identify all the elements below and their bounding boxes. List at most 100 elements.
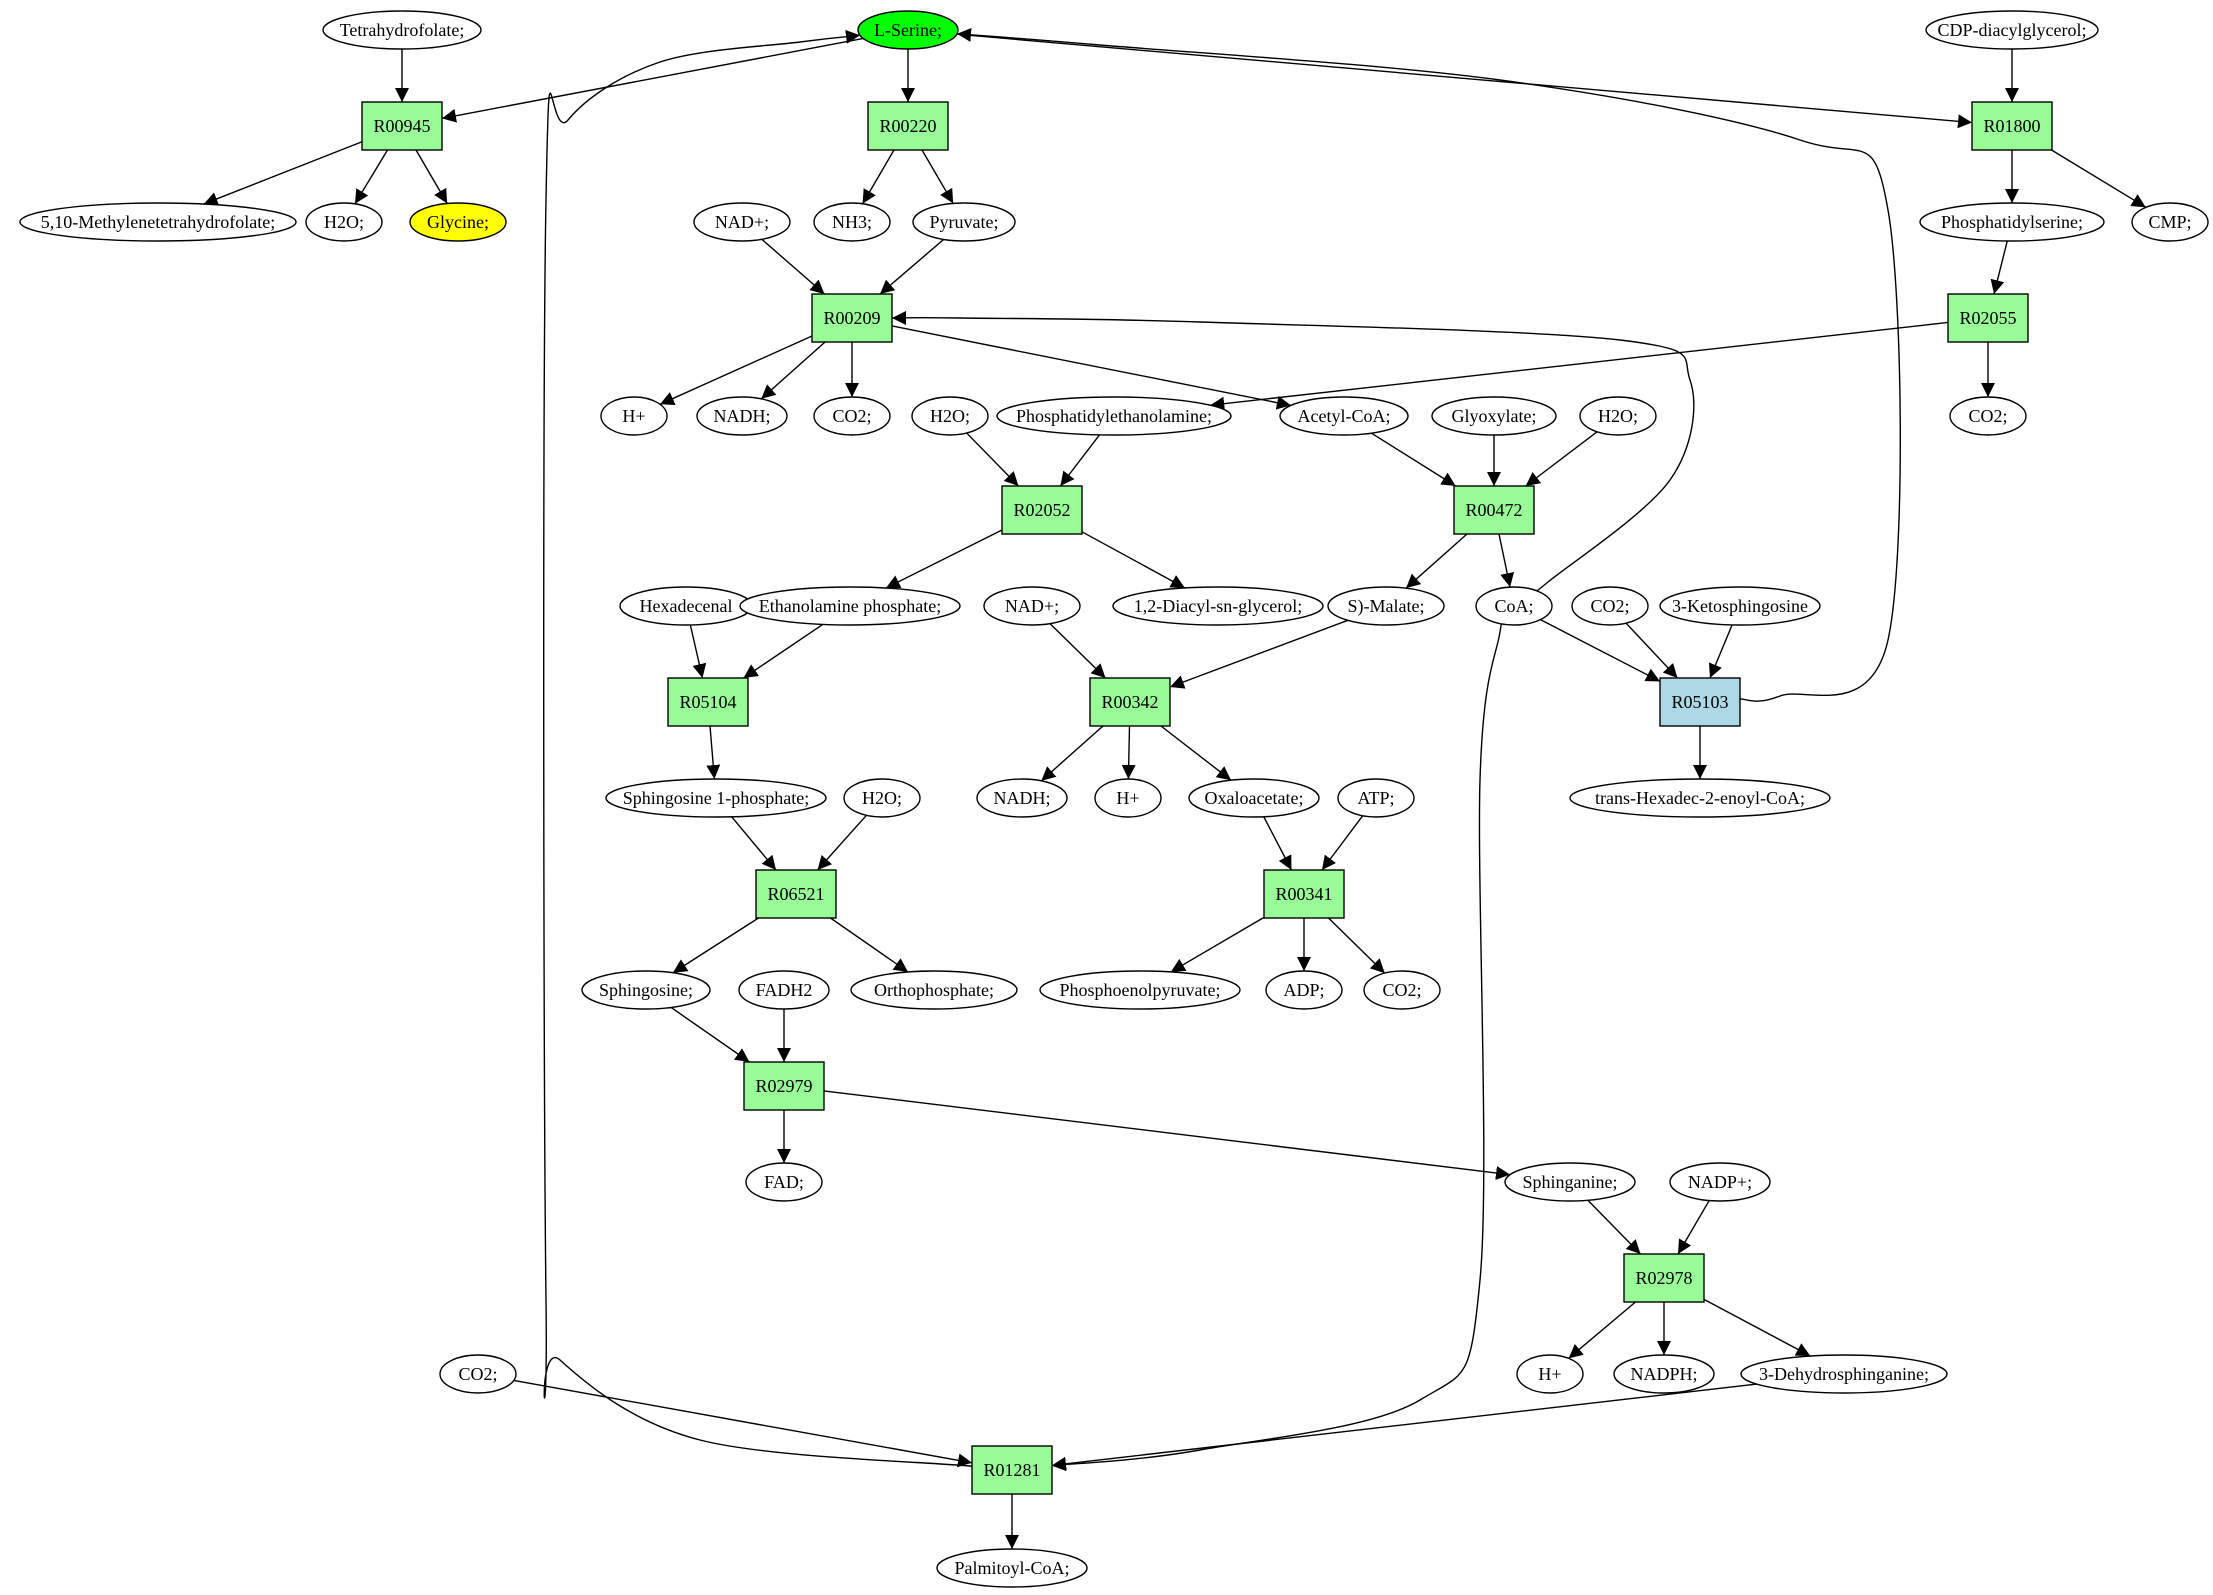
compound-node-tetrahydrofolate[interactable]: Tetrahydrofolate;: [322, 10, 482, 50]
node-layer: L-Serine; Tetrahydrofolate; CDP-diacylglyc…: [19, 10, 2209, 1588]
compound-node-h2o-c[interactable]: H2O;: [1579, 396, 1657, 436]
node-label: H2O;: [930, 406, 970, 426]
edge-r00472-to-coa: [1498, 533, 1515, 588]
compound-node-transhexadecenoylcoa[interactable]: trans-Hexadec-2-enoyl-CoA;: [1569, 778, 1831, 818]
node-label: trans-Hexadec-2-enoyl-CoA;: [1595, 788, 1805, 808]
compound-node-coa[interactable]: CoA;: [1475, 586, 1553, 626]
compound-node-atp[interactable]: ATP;: [1337, 778, 1415, 818]
compound-node-co2-e[interactable]: CO2;: [439, 1354, 517, 1394]
compound-node-palmitoylcoa[interactable]: Palmitoyl-CoA;: [936, 1548, 1088, 1588]
reaction-node-r00341[interactable]: R00341: [1263, 869, 1345, 919]
reaction-box: [1263, 869, 1345, 919]
compound-node-adp[interactable]: ADP;: [1265, 970, 1343, 1010]
compound-node-co2-d[interactable]: CO2;: [1363, 970, 1441, 1010]
compound-node-fadh2[interactable]: FADH2: [738, 970, 830, 1010]
reaction-node-r05104[interactable]: R05104: [667, 677, 749, 727]
compound-node-hplus-b[interactable]: H+: [1094, 778, 1162, 818]
reaction-node-r02978[interactable]: R02978: [1623, 1253, 1705, 1303]
edge-nadplus_a-to-r00209: [761, 238, 825, 295]
compound-node-hplus-c[interactable]: H+: [1516, 1354, 1584, 1394]
compound-node-oxaloacetate[interactable]: Oxaloacetate;: [1188, 778, 1320, 818]
compound-ellipse: [1579, 396, 1657, 436]
node-label: R01281: [983, 1460, 1040, 1480]
compound-node-sphingosine1p[interactable]: Sphingosine 1-phosphate;: [605, 778, 827, 818]
reaction-node-r02052[interactable]: R02052: [1001, 485, 1083, 535]
reaction-node-r00945[interactable]: R00945: [361, 101, 443, 151]
node-label: H2O;: [1598, 406, 1638, 426]
compound-node-nadplus-a[interactable]: NAD+;: [693, 202, 791, 242]
compound-node-glyoxylate[interactable]: Glyoxylate;: [1431, 396, 1557, 436]
compound-ellipse: [322, 10, 482, 50]
compound-node-h2o-b[interactable]: H2O;: [911, 396, 989, 436]
compound-node-methylenetetrahydrofolate[interactable]: 5,10-Methylenetetrahydrofolate;: [19, 202, 297, 242]
compound-node-co2-c[interactable]: CO2;: [1571, 586, 1649, 626]
edge-r02055-to-phosphatidylethanolamine: [1210, 321, 1949, 411]
compound-node-dehydrosphinganine[interactable]: 3-Dehydrosphinganine;: [1740, 1354, 1948, 1394]
compound-node-ketosphingosine[interactable]: 3-Ketosphingosine: [1659, 586, 1821, 626]
compound-node-acetylcoa[interactable]: Acetyl-CoA;: [1279, 396, 1409, 436]
compound-node-cmp[interactable]: CMP;: [2131, 202, 2209, 242]
node-label: R02978: [1635, 1268, 1692, 1288]
edge-r00945-to-h2o_a: [354, 149, 389, 205]
node-label: R01800: [1983, 116, 2040, 136]
compound-node-hplus-a[interactable]: H+: [600, 396, 668, 436]
edge-acetylcoa-to-r00472: [1371, 432, 1457, 487]
node-label: R00341: [1275, 884, 1332, 904]
compound-node-cdp-diacylglycerol[interactable]: CDP-diacylglycerol;: [1925, 10, 2099, 50]
compound-node-nadph[interactable]: NADPH;: [1613, 1354, 1715, 1394]
compound-node-pyruvate[interactable]: Pyruvate;: [912, 202, 1016, 242]
reaction-box: [361, 101, 443, 151]
edge-r02052-to-diacylglycerol: [1081, 531, 1186, 589]
compound-node-nadpplus[interactable]: NADP+;: [1669, 1162, 1771, 1202]
reaction-box: [743, 1061, 825, 1111]
reaction-node-r02979[interactable]: R02979: [743, 1061, 825, 1111]
compound-node-sphingosine[interactable]: Sphingosine;: [581, 970, 711, 1010]
reaction-node-r02055[interactable]: R02055: [1947, 293, 2029, 343]
compound-node-smalate[interactable]: S)-Malate;: [1327, 586, 1445, 626]
edge-layer: [203, 27, 2147, 1549]
reaction-node-r00342[interactable]: R00342: [1089, 677, 1171, 727]
edge-r02978-to-hplus_c: [1568, 1301, 1636, 1359]
compound-ellipse: [1327, 586, 1445, 626]
compound-node-nadh-b[interactable]: NADH;: [976, 778, 1068, 818]
compound-node-phosphoenolpyruvate[interactable]: Phosphoenolpyruvate;: [1039, 970, 1241, 1010]
compound-node-fad[interactable]: FAD;: [745, 1162, 823, 1202]
compound-node-h2o-d[interactable]: H2O;: [843, 778, 921, 818]
node-label: NAD+;: [715, 212, 769, 232]
compound-node-diacylglycerol[interactable]: 1,2-Diacyl-sn-glycerol;: [1112, 586, 1324, 626]
compound-ellipse: [1949, 396, 2027, 436]
compound-node-phosphatidylethanolamine[interactable]: Phosphatidylethanolamine;: [996, 396, 1232, 436]
reaction-node-r05103[interactable]: R05103: [1659, 677, 1741, 727]
compound-ellipse: [1919, 202, 2105, 242]
compound-ellipse: [581, 970, 711, 1010]
compound-node-nadplus-b[interactable]: NAD+;: [983, 586, 1081, 626]
edge-nadplus_b-to-r00342: [1049, 623, 1106, 679]
reaction-node-r00472[interactable]: R00472: [1453, 485, 1535, 535]
edge-ketosphingosine-to-r05103: [1708, 624, 1733, 679]
compound-node-hexadecenal[interactable]: Hexadecenal: [619, 586, 753, 626]
compound-node-h2o-a[interactable]: H2O;: [305, 202, 383, 242]
compound-node-co2-b[interactable]: CO2;: [1949, 396, 2027, 436]
compound-node-sphinganine[interactable]: Sphinganine;: [1504, 1162, 1636, 1202]
reaction-node-r01800[interactable]: R01800: [1971, 101, 2053, 151]
reaction-node-r00220[interactable]: R00220: [867, 101, 949, 151]
compound-node-orthophosphate[interactable]: Orthophosphate;: [850, 970, 1018, 1010]
edge-h2o_c-to-r00472: [1525, 431, 1598, 487]
edge-sphinganine-to-r02978: [1587, 1199, 1642, 1255]
compound-node-phosphatidylserine[interactable]: Phosphatidylserine;: [1919, 202, 2105, 242]
node-label: NADPH;: [1630, 1364, 1697, 1384]
compound-node-nadh-a[interactable]: NADH;: [696, 396, 788, 436]
node-label: H2O;: [862, 788, 902, 808]
reaction-node-r01281[interactable]: R01281: [971, 1445, 1053, 1495]
compound-node-co2-a[interactable]: CO2;: [813, 396, 891, 436]
compound-node-glycine[interactable]: Glycine;: [409, 202, 507, 242]
node-label: 5,10-Methylenetetrahydrofolate;: [41, 212, 275, 232]
compound-node-nh3[interactable]: NH3;: [813, 202, 891, 242]
node-label: 3-Dehydrosphinganine;: [1759, 1364, 1929, 1384]
edge-smalate-to-r00342: [1169, 619, 1349, 689]
reaction-node-r06521[interactable]: R06521: [755, 869, 837, 919]
compound-node-l-serine[interactable]: L-Serine;: [857, 10, 959, 50]
compound-node-ethanolaminephosphate[interactable]: Ethanolamine phosphate;: [739, 586, 961, 626]
compound-ellipse: [912, 202, 1016, 242]
reaction-node-r00209[interactable]: R00209: [811, 293, 893, 343]
